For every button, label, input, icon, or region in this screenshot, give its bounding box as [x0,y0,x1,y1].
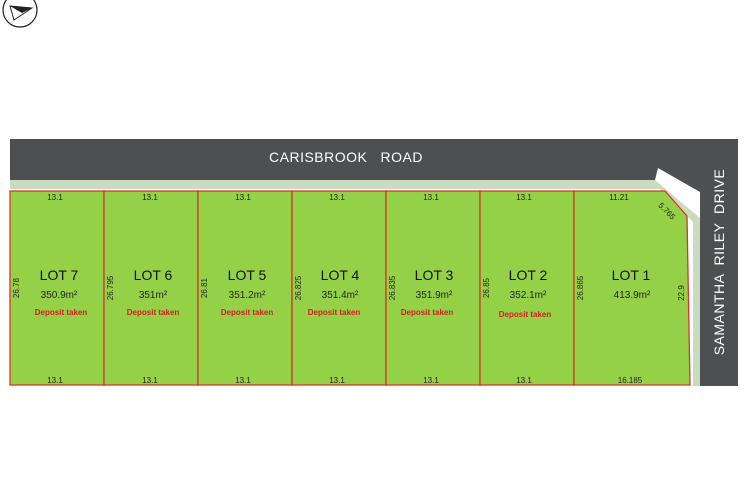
lot-2-area: 352.1m² [510,290,547,301]
lot-7-label: LOT 7 [40,267,79,283]
lot-5-side-dim: 26.81 [200,277,209,298]
lot-1-parcel [573,190,691,386]
lot-7-status: Deposit taken [35,308,88,317]
lot-5[interactable]: LOT 5 351.2m² Deposit taken 13.1 13.1 26… [197,190,293,386]
lot-3-parcel [385,190,481,386]
lot-6-top-dim: 13.1 [142,193,158,202]
lot-7-area: 350.9m² [41,290,78,301]
lot-2-side-dim: 26.85 [482,277,491,298]
lot-6-status: Deposit taken [127,308,180,317]
lot-6-parcel [103,190,199,386]
lot-4[interactable]: LOT 4 351.4m² Deposit taken 13.1 13.1 26… [291,190,387,386]
lot-6-label: LOT 6 [134,267,173,283]
carisbrook-road [10,139,738,180]
lot-6[interactable]: LOT 6 351m² Deposit taken 13.1 13.1 26.7… [103,190,199,386]
lot-3-top-dim: 13.1 [423,193,439,202]
lot-4-area: 351.4m² [322,290,359,301]
lot-4-label: LOT 4 [321,267,360,283]
lot-4-parcel [291,190,387,386]
samantha-riley-drive [658,168,738,386]
lot-3[interactable]: LOT 3 351.9m² Deposit taken 13.1 13.1 26… [385,190,481,386]
lot-3-label: LOT 3 [415,267,454,283]
north-arrow-icon [2,0,38,28]
lot-1-bottom-dim: 16.185 [618,376,643,385]
lot-6-bottom-dim: 13.1 [142,376,158,385]
lot-3-side-dim: 26.835 [388,275,397,300]
lot-5-top-dim: 13.1 [235,193,251,202]
lot-1-side-dim: 26.865 [576,275,585,300]
lot-4-bottom-dim: 13.1 [329,376,345,385]
lot-6-side-dim: 26.795 [106,275,115,300]
lot-4-side-dim: 26.825 [294,275,303,300]
lot-2[interactable]: LOT 2 352.1m² Deposit taken 13.1 13.1 26… [479,190,575,386]
lot-2-label: LOT 2 [509,267,548,283]
samantha-riley-drive-label: SAMANTHA RILEY DRIVE [711,169,727,356]
lot-7-side-dim: 26.78 [12,277,21,298]
lot-7-bottom-dim: 13.1 [47,376,63,385]
lot-4-top-dim: 13.1 [329,193,345,202]
carisbrook-road-label: CARISBROOK ROAD [269,149,423,165]
lot-1-right-dim: 22.9 [677,285,686,301]
lot-1-top-dim: 11.21 [609,193,629,202]
lot-3-status: Deposit taken [401,308,454,317]
lot-7-parcel [9,190,105,386]
lot-2-status: Deposit taken [499,310,552,319]
lot-2-bottom-dim: 13.1 [516,376,532,385]
lot-3-bottom-dim: 13.1 [423,376,439,385]
lot-5-bottom-dim: 13.1 [235,376,251,385]
lot-5-label: LOT 5 [228,267,267,283]
lot-7-top-dim: 13.1 [47,193,63,202]
lot-2-top-dim: 13.1 [516,193,532,202]
lot-1-label: LOT 1 [612,267,651,283]
lots: LOT 7 350.9m² Deposit taken 13.1 13.1 26… [9,190,691,386]
lot-5-status: Deposit taken [221,308,274,317]
lot-2-parcel [479,190,575,386]
lot-6-area: 351m² [139,290,168,301]
lot-1-area: 413.9m² [614,290,651,301]
lot-5-area: 351.2m² [229,290,266,301]
lot-3-area: 351.9m² [416,290,453,301]
lot-7[interactable]: LOT 7 350.9m² Deposit taken 13.1 13.1 26… [9,190,105,386]
lot-4-status: Deposit taken [308,308,361,317]
lot-1[interactable]: LOT 1 413.9m² 11.21 16.185 26.865 5.765 … [573,190,691,386]
lot-5-parcel [197,190,293,386]
